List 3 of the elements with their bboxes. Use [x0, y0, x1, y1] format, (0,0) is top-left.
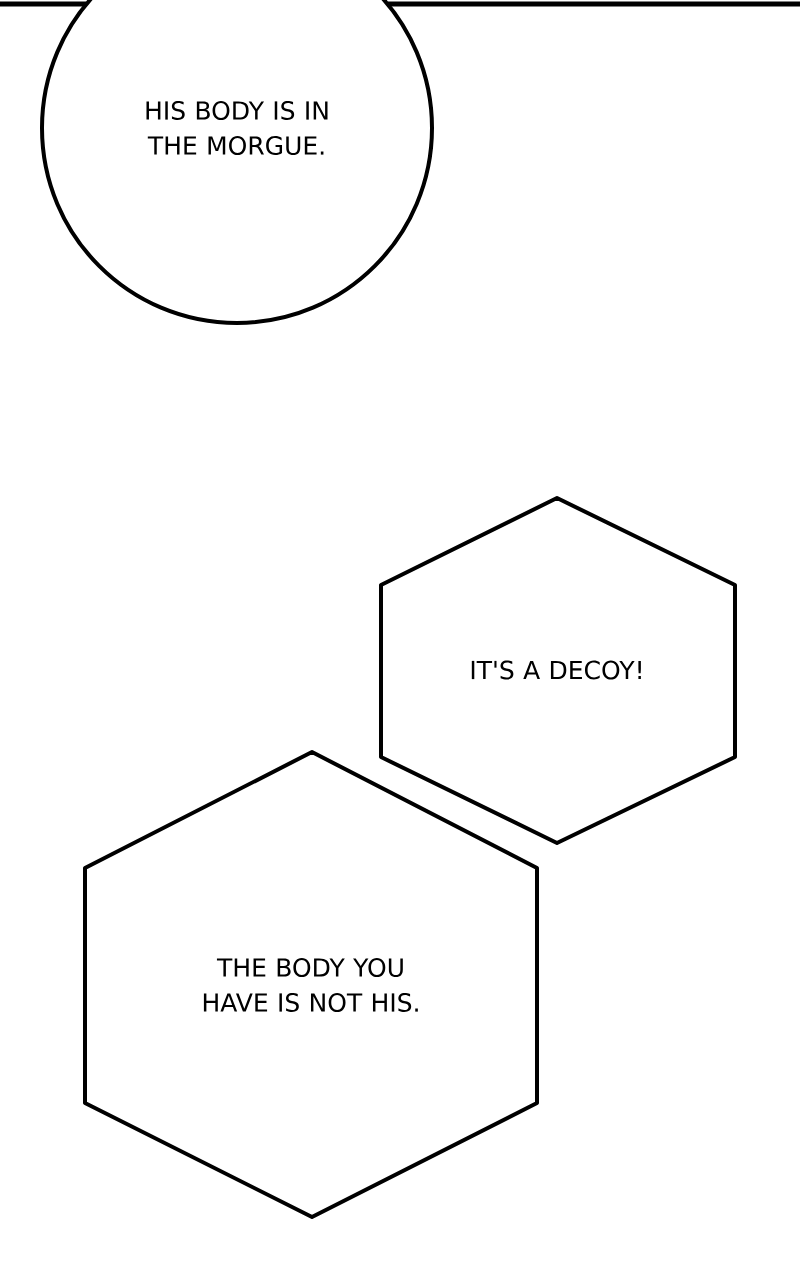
speech-bubble: HIS BODY IS IN THE MORGUE. [40, 0, 434, 325]
speech-bubble: IT'S A DECOY! [379, 496, 737, 845]
speech-bubble: THE BODY YOU HAVE IS NOT HIS. [83, 750, 539, 1219]
